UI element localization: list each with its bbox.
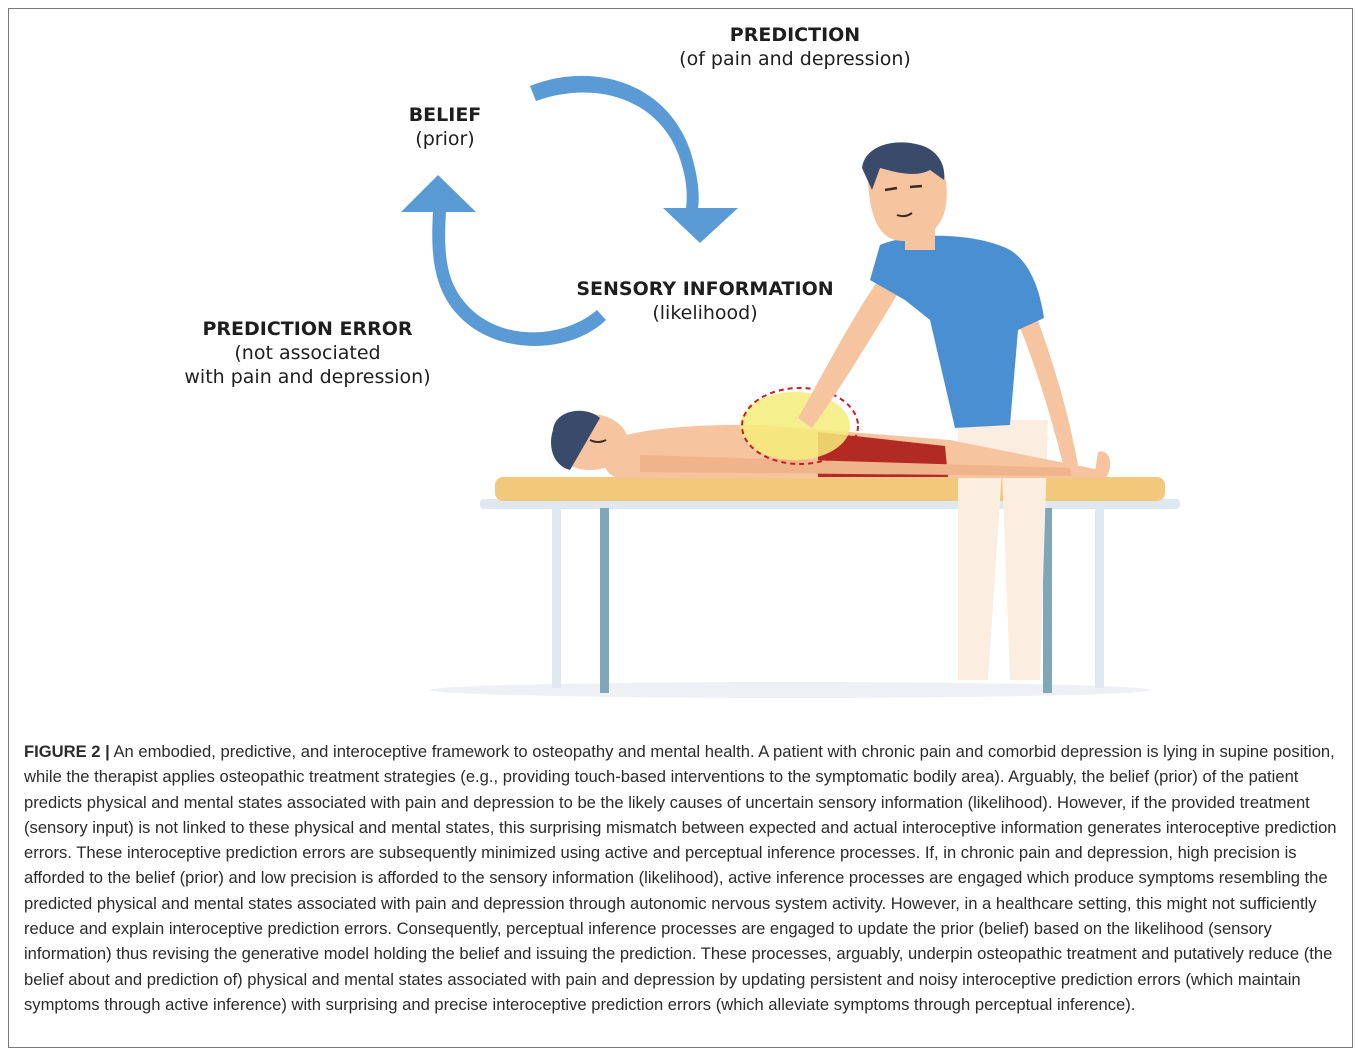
caption-text: An embodied, predictive, and interocepti… [24, 742, 1337, 1014]
label-sensory: SENSORY INFORMATION (likelihood) [565, 277, 845, 325]
figure-number: FIGURE 2 | [24, 742, 110, 761]
massage-table [480, 477, 1180, 693]
label-belief: BELIEF (prior) [370, 103, 520, 151]
label-sensory-sub: (likelihood) [565, 301, 845, 325]
label-belief-head: BELIEF [370, 103, 520, 127]
label-prediction-head: PREDICTION [650, 23, 940, 47]
arrow-belief-to-sensory [530, 76, 699, 208]
label-belief-sub: (prior) [370, 127, 520, 151]
label-sensory-head: SENSORY INFORMATION [565, 277, 845, 301]
label-prediction: PREDICTION (of pain and depression) [650, 23, 940, 71]
label-prediction-error: PREDICTION ERROR (not associated with pa… [160, 317, 455, 389]
label-prediction-error-sub2: with pain and depression) [160, 365, 455, 389]
floor-shadow [430, 682, 1150, 698]
arrowhead-up [401, 175, 476, 212]
label-prediction-error-sub1: (not associated [160, 341, 455, 365]
label-prediction-error-head: PREDICTION ERROR [160, 317, 455, 341]
arrowhead-down [663, 208, 738, 243]
figure-caption: FIGURE 2 | An embodied, predictive, and … [24, 739, 1344, 1017]
illustration: PREDICTION (of pain and depression) BELI… [0, 0, 1358, 720]
label-prediction-sub: (of pain and depression) [650, 47, 940, 71]
